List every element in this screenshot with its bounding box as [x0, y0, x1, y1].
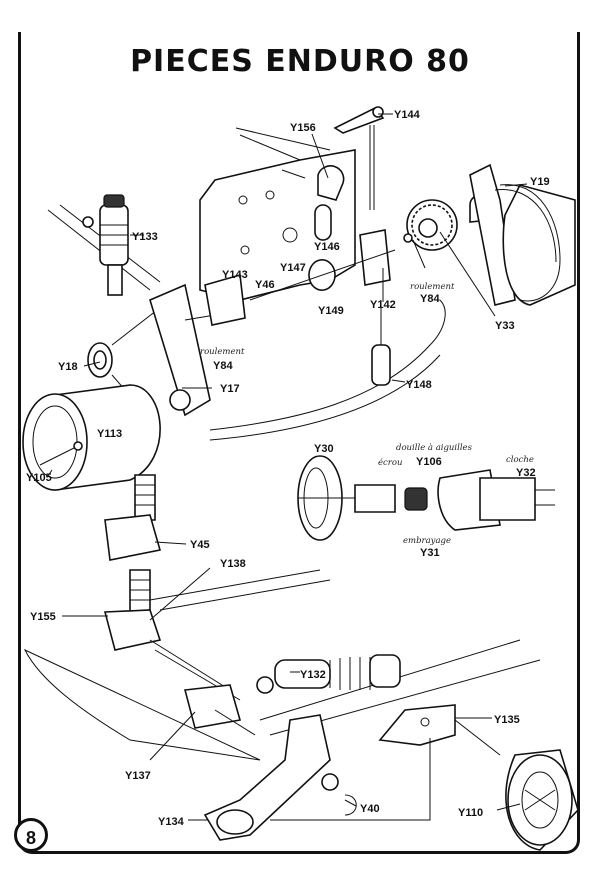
- label-y134: Y134: [158, 816, 185, 828]
- label-y17: Y17: [220, 383, 240, 395]
- throttle-lever: [333, 106, 385, 210]
- part-labels: Y144 Y156 Y19 Y133 Y146 Y143 Y147 Y46 Y1…: [26, 109, 550, 828]
- tube-joint: [371, 300, 391, 386]
- label-y113: Y113: [97, 428, 122, 440]
- engine-top-right: [469, 163, 576, 306]
- leader-lines: [47, 113, 528, 821]
- note-ecrou: écrou: [378, 457, 402, 468]
- clutch-exploded: [297, 455, 555, 541]
- motor-drum-left: [22, 384, 161, 491]
- page-number: 8: [14, 818, 48, 852]
- label-y135: Y135: [494, 714, 520, 726]
- label-y156: Y156: [290, 122, 316, 134]
- label-y105: Y105: [26, 472, 52, 484]
- label-y45: Y45: [190, 539, 210, 551]
- note-roulement-left: roulement: [200, 347, 245, 357]
- axle-bracket: [378, 704, 501, 756]
- label-y147: Y147: [280, 262, 306, 274]
- label-y146: Y146: [314, 241, 340, 253]
- label-y32: Y32: [516, 467, 536, 479]
- label-y33: Y33: [495, 320, 515, 332]
- page-frame: [18, 32, 580, 854]
- label-y144: Y144: [394, 109, 421, 121]
- label-y148: Y148: [406, 379, 432, 391]
- rear-shock: [256, 654, 401, 694]
- label-y106: Y106: [416, 456, 442, 468]
- label-y46: Y46: [255, 279, 275, 291]
- note-douille: douille à aiguilles: [396, 442, 473, 453]
- handwritten-annotations: roulement roulement douille à aiguilles …: [200, 282, 534, 546]
- label-y84-left: Y84: [213, 360, 233, 372]
- label-y40: Y40: [360, 803, 380, 815]
- note-cloche: cloche: [506, 455, 534, 465]
- label-y138: Y138: [220, 558, 246, 570]
- label-y155: Y155: [30, 611, 56, 623]
- shock-absorber-top: [82, 194, 129, 296]
- label-y31: Y31: [420, 547, 440, 559]
- label-y143: Y143: [222, 269, 248, 281]
- note-embrayage: embrayage: [403, 536, 451, 546]
- swing-arm: [203, 714, 357, 841]
- rear-wheel: [505, 749, 579, 851]
- label-y30: Y30: [314, 443, 334, 455]
- label-y110: Y110: [458, 807, 483, 819]
- label-y18: Y18: [58, 361, 78, 373]
- label-y84-top: Y84: [420, 293, 440, 305]
- note-roulement-top: roulement: [410, 282, 455, 292]
- front-suspension: [103, 474, 256, 736]
- label-y142: Y142: [370, 299, 396, 311]
- label-y149: Y149: [318, 305, 344, 317]
- label-y19: Y19: [530, 176, 550, 188]
- label-y137: Y137: [125, 770, 151, 782]
- page-title: PIECES ENDURO 80: [130, 44, 470, 79]
- label-y132: Y132: [300, 669, 326, 681]
- label-y133: Y133: [132, 231, 158, 243]
- pulley-belt-assembly: [87, 273, 246, 431]
